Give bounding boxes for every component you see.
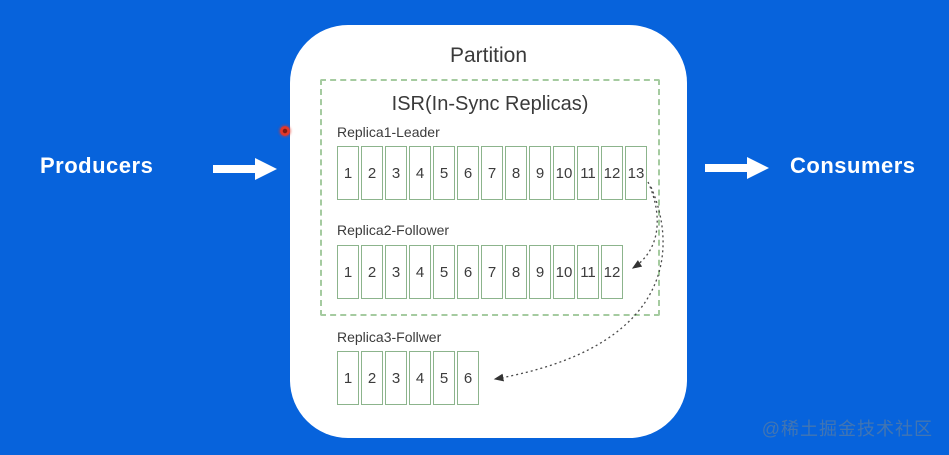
offset-cell: 3 (385, 245, 407, 299)
offset-cell: 7 (481, 245, 503, 299)
offset-cell: 10 (553, 146, 575, 200)
replica3-follower-label: Replica3-Follwer (337, 329, 442, 345)
recording-cursor-dot-icon (280, 126, 290, 136)
watermark-text: @稀土掘金技术社区 (761, 419, 933, 439)
isr-title: ISR(In-Sync Replicas) (391, 93, 589, 115)
offset-cell: 2 (361, 245, 383, 299)
offset-cell: 3 (385, 351, 407, 405)
offset-cell: 6 (457, 146, 479, 200)
consumers-label: Consumers (790, 153, 916, 178)
consumers-arrow-icon (705, 157, 769, 179)
offset-cell: 2 (361, 351, 383, 405)
offset-cell: 3 (385, 146, 407, 200)
partition-title: Partition (449, 44, 528, 67)
offset-cell: 1 (337, 245, 359, 299)
offset-cell: 6 (457, 245, 479, 299)
offset-cell: 8 (505, 245, 527, 299)
partition-box: Partition ISR(In-Sync Replicas) Replica1… (290, 25, 687, 438)
offset-cell: 9 (529, 146, 551, 200)
offset-cell: 5 (433, 351, 455, 405)
offset-cell: 12 (601, 245, 623, 299)
replica2-follower-label: Replica2-Follower (337, 222, 450, 238)
offset-cell: 2 (361, 146, 383, 200)
offset-cell: 5 (433, 245, 455, 299)
offset-cell: 8 (505, 146, 527, 200)
offset-cell: 4 (409, 146, 431, 200)
offset-cell: 11 (577, 245, 599, 299)
offset-cell: 13 (625, 146, 647, 200)
offset-cell: 1 (337, 146, 359, 200)
offset-cell: 6 (457, 351, 479, 405)
offset-cell: 9 (529, 245, 551, 299)
producers-label: Producers (40, 153, 154, 178)
replica1-leader-label: Replica1-Leader (337, 124, 440, 140)
offset-cell: 12 (601, 146, 623, 200)
offset-cell: 10 (553, 245, 575, 299)
offset-cell: 1 (337, 351, 359, 405)
offset-cell: 4 (409, 351, 431, 405)
offset-cell: 7 (481, 146, 503, 200)
offset-cell: 5 (433, 146, 455, 200)
offset-cell: 11 (577, 146, 599, 200)
producers-arrow-icon (213, 158, 277, 180)
offset-cell: 4 (409, 245, 431, 299)
